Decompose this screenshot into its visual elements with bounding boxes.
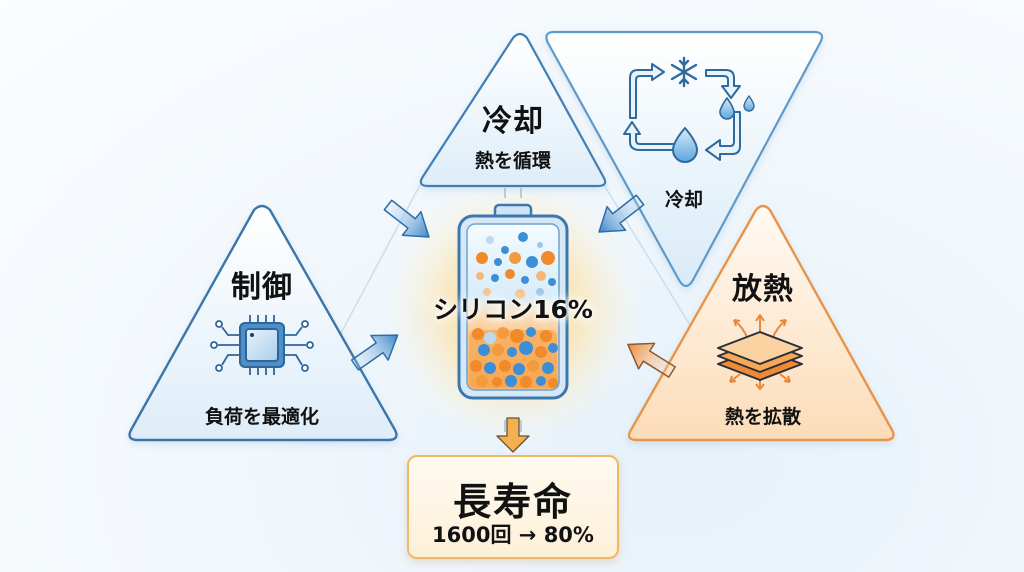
cooling-subtitle: 熱を循環	[474, 150, 551, 172]
droplet-icon	[672, 127, 698, 163]
cooling-cycle-label: 冷却	[664, 189, 703, 211]
control-title: 制御	[231, 270, 293, 305]
arrow-heat-to-battery	[627, 342, 676, 378]
silicon-particles	[476, 232, 556, 299]
cooling-title: 冷却	[482, 104, 544, 139]
cooling-triangle	[419, 32, 607, 188]
heat-subtitle: 熱を拡散	[724, 406, 801, 428]
result-title: 長寿命	[452, 480, 573, 524]
result-subtitle: 1600回 → 80%	[432, 523, 594, 547]
battery-icon	[457, 203, 569, 400]
arrow-battery-to-result	[496, 417, 530, 453]
center-label: シリコン16%	[433, 295, 593, 324]
control-subtitle: 負荷を最適化	[204, 406, 319, 428]
heat-spread-layers-icon	[717, 314, 803, 390]
result-box: 長寿命 1600回 → 80%	[407, 455, 619, 559]
arrow-cycle-to-battery	[598, 194, 645, 233]
arrow-control-to-battery	[350, 334, 399, 371]
snowflake-icon	[670, 56, 698, 88]
heat-title: 放熱	[732, 272, 794, 307]
connector-lines	[339, 184, 691, 336]
heat-triangle	[627, 204, 895, 442]
chip-icon	[210, 315, 314, 375]
cooling-cycle-icon	[623, 56, 755, 163]
arrow-cooling-to-battery	[383, 199, 430, 238]
orange-particles	[469, 327, 558, 388]
